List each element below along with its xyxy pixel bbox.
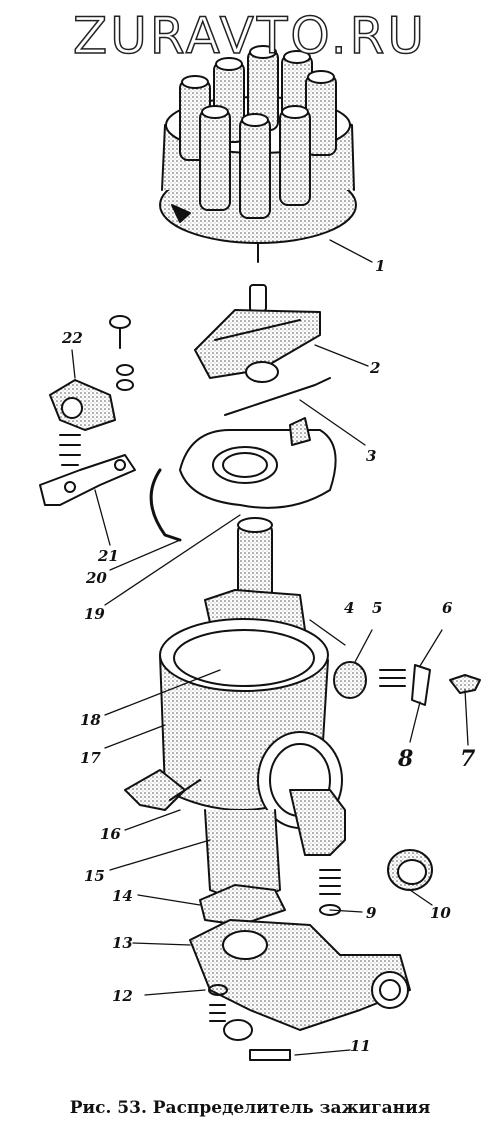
part-label-16: 16: [100, 825, 121, 843]
part-label-9: 9: [366, 904, 377, 922]
figure-caption: Рис. 53. Распределитель зажигания: [69, 1098, 431, 1118]
part-22-bracket: [49, 315, 134, 466]
rotor: [194, 309, 321, 383]
watermark: ZURAVTO.RU: [72, 7, 427, 65]
screws: [208, 984, 291, 1061]
breaker-plate: [149, 377, 337, 542]
part-label-7: 7: [460, 746, 476, 772]
side-assembly: [333, 661, 481, 706]
part-10-cap: [387, 849, 433, 891]
part-label-8: 8: [398, 746, 414, 772]
part-label-2: 2: [370, 359, 381, 377]
part-label-22: 22: [62, 329, 83, 347]
distributor-cap: [159, 45, 357, 312]
part-label-1: 1: [375, 257, 386, 275]
housing: [159, 618, 346, 899]
part-label-17: 17: [80, 749, 101, 767]
part-16-clamp: [124, 769, 201, 811]
part-21-lever: [39, 454, 136, 506]
leader-lines: [71, 239, 469, 1056]
part-label-5: 5: [372, 599, 383, 617]
part-label-20: 20: [86, 569, 107, 587]
part-label-21: 21: [98, 547, 119, 565]
part-label-10: 10: [430, 904, 451, 922]
part-label-14: 14: [112, 887, 133, 905]
part-label-18: 18: [80, 711, 101, 729]
part-label-6: 6: [442, 599, 453, 617]
part-label-13: 13: [112, 934, 133, 952]
part-label-19: 19: [84, 605, 105, 623]
part-9-spring: [319, 869, 341, 916]
part-label-3: 3: [366, 447, 377, 465]
part-label-12: 12: [112, 987, 133, 1005]
part-label-11: 11: [350, 1037, 371, 1055]
base-plate: [189, 884, 411, 1031]
part-label-15: 15: [84, 867, 105, 885]
part-label-4: 4: [344, 599, 355, 617]
